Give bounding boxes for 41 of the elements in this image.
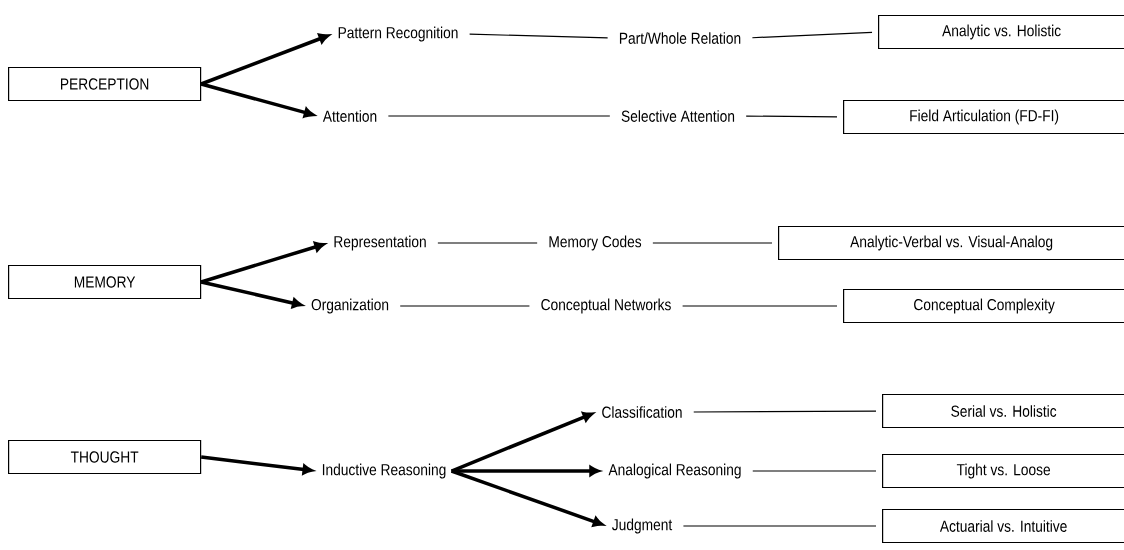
connector-line — [437, 242, 538, 244]
connector-line — [652, 242, 773, 244]
arrow — [200, 280, 303, 309]
connector-line — [682, 305, 838, 307]
connector-line — [399, 305, 530, 307]
arrow — [200, 33, 330, 86]
connector-line — [387, 115, 611, 117]
concept-label: Representation — [334, 235, 426, 251]
connector-line — [469, 33, 609, 39]
concept-label: Inductive Reasoning — [322, 463, 446, 479]
concept-label: Pattern Recognition — [338, 26, 458, 42]
concept-label: Memory Codes — [549, 235, 642, 251]
concept-label: Organization — [311, 298, 389, 314]
label-box: Conceptual Complexity — [843, 288, 1124, 324]
arrow — [450, 411, 594, 473]
connector-line — [751, 31, 873, 39]
label-box: MEMORY — [8, 264, 202, 300]
concept-label: Attention — [322, 110, 377, 122]
concept-label: Judgment — [612, 518, 673, 534]
connector-line — [745, 115, 838, 118]
connector-line — [682, 525, 877, 527]
label-box: Serial vs. Holistic — [882, 393, 1124, 429]
label-box: Field Articulation (FD-FI) — [843, 99, 1124, 135]
label-box: Analytic-Verbal vs. Visual-Analog — [778, 225, 1124, 261]
label-box: Tight vs. Loose — [882, 453, 1124, 489]
concept-label: Conceptual Networks — [541, 298, 671, 314]
label-box: PERCEPTION — [8, 66, 202, 102]
arrow — [450, 469, 604, 527]
arrow — [200, 241, 325, 284]
concept-label: Part/Whole Relation — [619, 32, 741, 44]
concept-label: Selective Attention — [621, 110, 735, 122]
concept-label: Classification — [602, 406, 682, 418]
arrow — [451, 465, 600, 477]
concept-label: Analogical Reasoning — [608, 463, 741, 479]
label-box: Analytic vs. Holistic — [878, 14, 1124, 50]
connector-line — [693, 410, 877, 413]
label-box: Actuarial vs. Intuitive — [882, 508, 1124, 544]
label-box: THOUGHT — [8, 439, 202, 475]
connector-line — [752, 470, 877, 472]
arrow — [201, 455, 314, 475]
arrow — [200, 82, 315, 118]
